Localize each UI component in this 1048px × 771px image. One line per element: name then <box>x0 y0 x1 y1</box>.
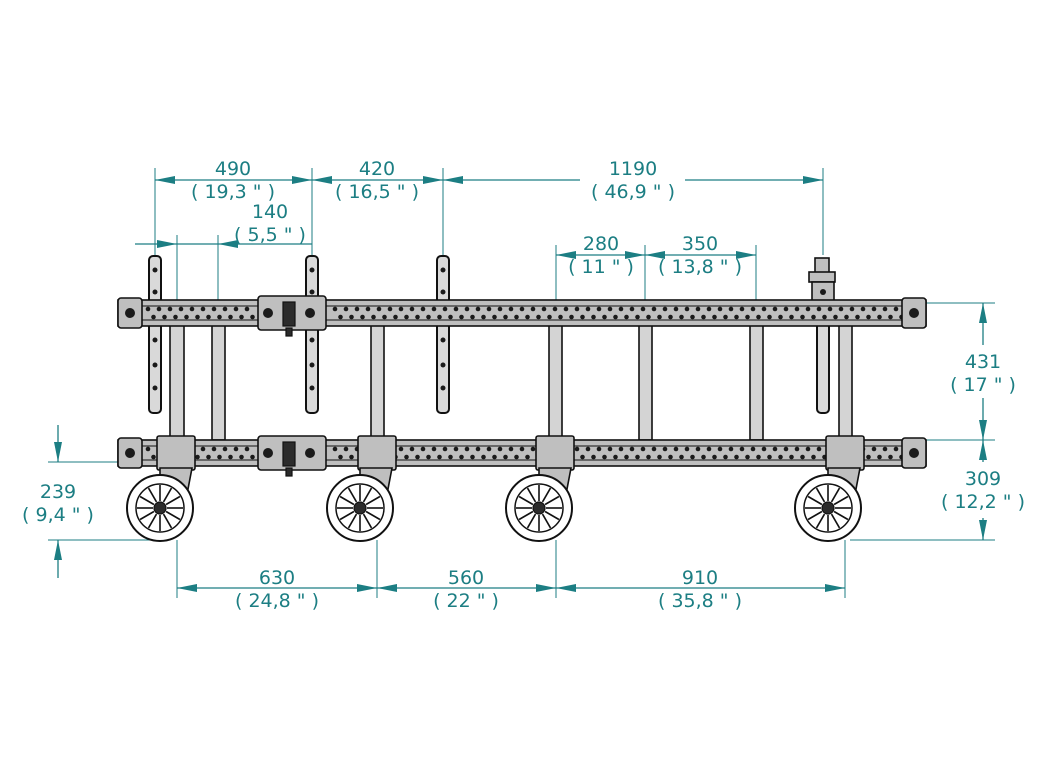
dim-630-inch: ( 24,8 " ) <box>235 590 319 612</box>
dim-420-mm: 420 <box>359 158 395 180</box>
dim-490-inch: ( 19,3 " ) <box>191 181 275 203</box>
dim-910-inch: ( 35,8 " ) <box>658 590 742 612</box>
caster-1 <box>126 467 194 542</box>
dim-560-inch: ( 22 " ) <box>433 590 499 612</box>
bottom-rail <box>117 435 927 477</box>
dim-140-inch: ( 5,5 " ) <box>234 224 306 246</box>
dim-239-inch: ( 9,4 " ) <box>22 504 94 526</box>
dim-309-inch: ( 12,2 " ) <box>941 491 1025 513</box>
dim-630-mm: 630 <box>259 567 295 589</box>
dim-420-inch: ( 16,5 " ) <box>335 181 419 203</box>
top-rail <box>117 295 927 337</box>
dim-490-mm: 490 <box>215 158 251 180</box>
dim-309-mm: 309 <box>965 468 1001 490</box>
caster-2 <box>326 467 394 542</box>
caster-3 <box>505 467 573 542</box>
vertical-posts <box>169 323 853 441</box>
dim-1190-mm: 1190 <box>609 158 657 180</box>
dimension-lines <box>48 168 995 598</box>
dim-239-mm: 239 <box>40 481 76 503</box>
dim-140-mm: 140 <box>252 201 288 223</box>
dim-280-mm: 280 <box>583 233 619 255</box>
dim-350-mm: 350 <box>682 233 718 255</box>
vertical-pin-bars <box>148 255 836 414</box>
caster-4 <box>794 467 862 542</box>
dim-350-inch: ( 13,8 " ) <box>658 256 742 278</box>
dim-431-mm: 431 <box>965 351 1001 373</box>
dimension-labels: 490 ( 19,3 " ) 420 ( 16,5 " ) 1190 ( 46,… <box>22 158 1025 612</box>
dim-560-mm: 560 <box>448 567 484 589</box>
dim-431-inch: ( 17 " ) <box>950 374 1016 396</box>
dim-910-mm: 910 <box>682 567 718 589</box>
dim-1190-inch: ( 46,9 " ) <box>591 181 675 203</box>
dim-280-inch: ( 11 " ) <box>568 256 634 278</box>
